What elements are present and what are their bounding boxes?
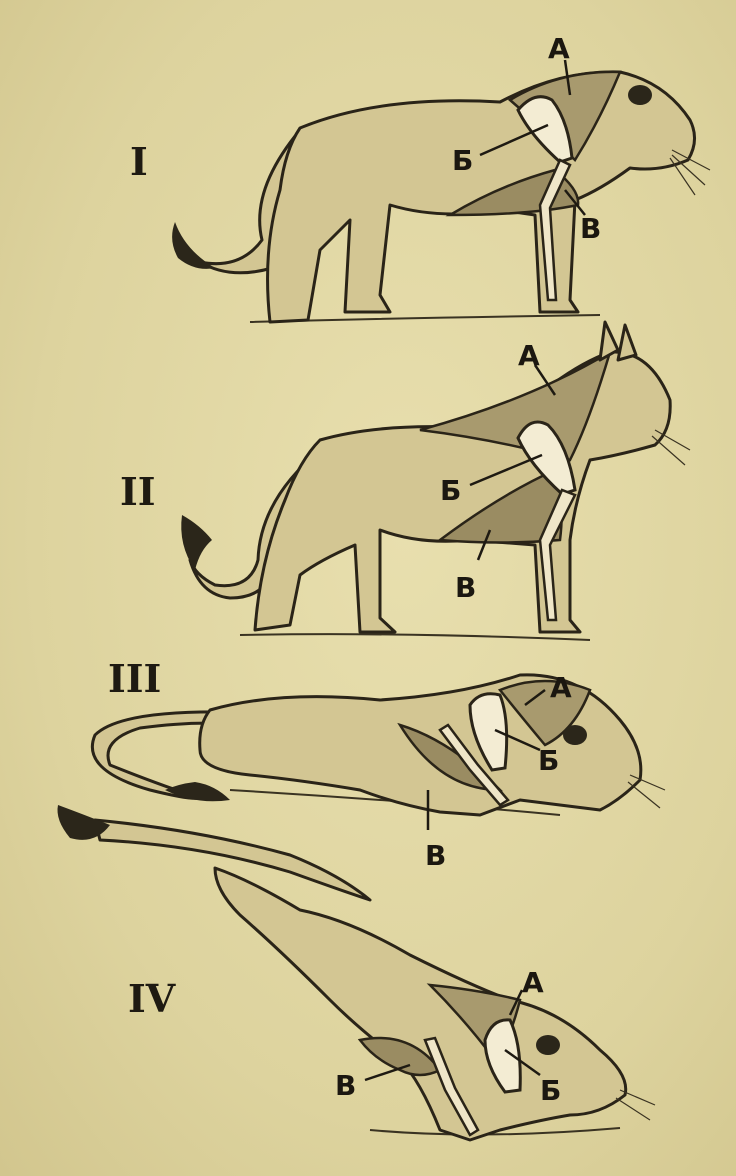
figure-1-numeral: I (130, 139, 148, 184)
figure-3-numeral: III (108, 656, 161, 701)
figure-3-label-b: Б (538, 744, 559, 777)
figure-2-ground (240, 634, 590, 640)
figure-3-tail-tuft (165, 782, 230, 801)
figure-4-label-a: А (522, 966, 544, 999)
figure-1-ear (628, 85, 652, 105)
figure-1: I А Б В (130, 32, 710, 322)
figure-1-label-v: В (580, 212, 601, 245)
figure-2: II А Б В (120, 322, 690, 640)
figure-2-label-a: А (518, 339, 540, 372)
figure-3-label-a: А (550, 671, 572, 704)
figure-4-body (215, 868, 626, 1140)
figure-4-numeral: IV (128, 976, 177, 1021)
figure-2-tail-tuft (181, 515, 212, 570)
figure-4-label-v: В (335, 1069, 356, 1102)
figure-2-label-b: Б (440, 474, 461, 507)
figure-1-label-b: Б (452, 144, 473, 177)
figure-2-ear-right (618, 325, 636, 360)
figure-4-ear (536, 1035, 560, 1055)
figure-3-ear (563, 725, 587, 745)
figure-4-label-b: Б (540, 1074, 561, 1107)
figure-1-label-a: А (548, 32, 570, 65)
figure-2-numeral: II (120, 469, 156, 514)
figure-4: IV А Б В (58, 805, 656, 1140)
figure-2-label-v: В (455, 571, 476, 604)
figure-3-label-v: В (425, 839, 446, 872)
